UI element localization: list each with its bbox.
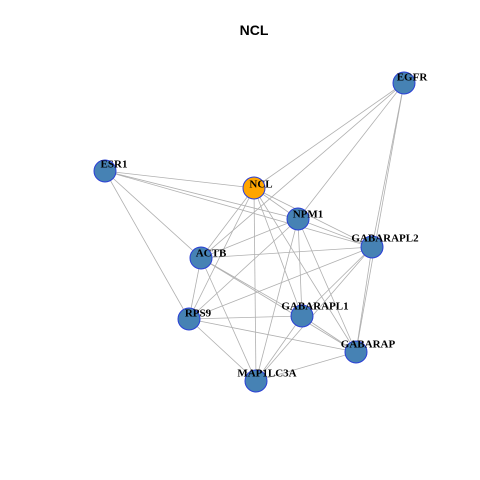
node-npm1 <box>286 207 310 231</box>
edge-egfr-ncl <box>253 82 405 189</box>
node-gabarapl2 <box>360 235 384 259</box>
edge-egfr-gabarapl2 <box>371 82 405 248</box>
node-ncl <box>242 176 266 200</box>
edge-gabarapl2-actb <box>200 246 373 259</box>
node-label-ncl: NCL <box>249 179 272 191</box>
edge-ncl-gabarapl1 <box>253 187 303 317</box>
edge-rps9-gabarap <box>188 318 357 353</box>
edge-gabarap-map1lc3a <box>255 351 357 382</box>
edge-ncl-gabarap <box>253 187 357 353</box>
node-label-egfr: EGFR <box>397 72 429 84</box>
node-map1lc3a <box>244 369 268 393</box>
edge-actb-gabarapl1 <box>200 257 303 317</box>
diagram-title: NCL <box>240 22 269 38</box>
edge-ncl-actb <box>200 187 255 259</box>
node-layer <box>93 71 416 393</box>
edge-egfr-actb <box>200 82 405 259</box>
node-label-map1lc3a: MAP1LC3A <box>237 368 296 380</box>
node-label-gabarap: GABARAP <box>341 339 396 351</box>
edge-npm1-gabarapl2 <box>297 218 373 248</box>
edge-gabarapl2-rps9 <box>188 246 373 320</box>
edge-actb-gabarap <box>200 257 357 353</box>
edge-esr1-npm1 <box>104 170 299 220</box>
edge-npm1-gabarap <box>297 218 357 353</box>
edge-esr1-rps9 <box>104 170 190 320</box>
edge-ncl-map1lc3a <box>253 187 257 382</box>
edge-gabarapl2-map1lc3a <box>255 246 373 382</box>
node-label-rps9: RPS9 <box>185 308 212 320</box>
edge-esr1-actb <box>104 170 202 259</box>
edge-layer <box>104 82 405 382</box>
node-egfr <box>392 71 416 95</box>
edge-ncl-gabarapl2 <box>253 187 373 248</box>
edge-npm1-rps9 <box>188 218 299 320</box>
node-rps9 <box>177 307 201 331</box>
node-gabarap <box>344 340 368 364</box>
node-actb <box>189 246 213 270</box>
node-label-gabarapl2: GABARAPL2 <box>351 233 419 245</box>
node-gabarapl1 <box>290 304 314 328</box>
edge-actb-map1lc3a <box>200 257 257 382</box>
edge-gabarapl2-gabarap <box>355 246 373 353</box>
edge-rps9-map1lc3a <box>188 318 257 382</box>
edge-ncl-rps9 <box>188 187 255 320</box>
edge-egfr-gabarap <box>355 82 405 353</box>
node-esr1 <box>93 159 117 183</box>
edge-gabarapl2-gabarapl1 <box>301 246 373 317</box>
node-label-npm1: NPM1 <box>293 209 324 221</box>
edge-npm1-map1lc3a <box>255 218 299 382</box>
edge-egfr-npm1 <box>297 82 405 220</box>
edge-npm1-actb <box>200 218 299 259</box>
node-label-actb: ACTB <box>196 248 227 260</box>
node-label-esr1: ESR1 <box>101 159 128 171</box>
node-label-gabarapl1: GABARAPL1 <box>281 301 348 313</box>
edge-rps9-gabarapl1 <box>188 315 303 320</box>
edge-npm1-gabarapl1 <box>297 218 303 317</box>
edge-gabarapl1-map1lc3a <box>255 315 303 382</box>
edge-esr1-ncl <box>104 170 255 189</box>
